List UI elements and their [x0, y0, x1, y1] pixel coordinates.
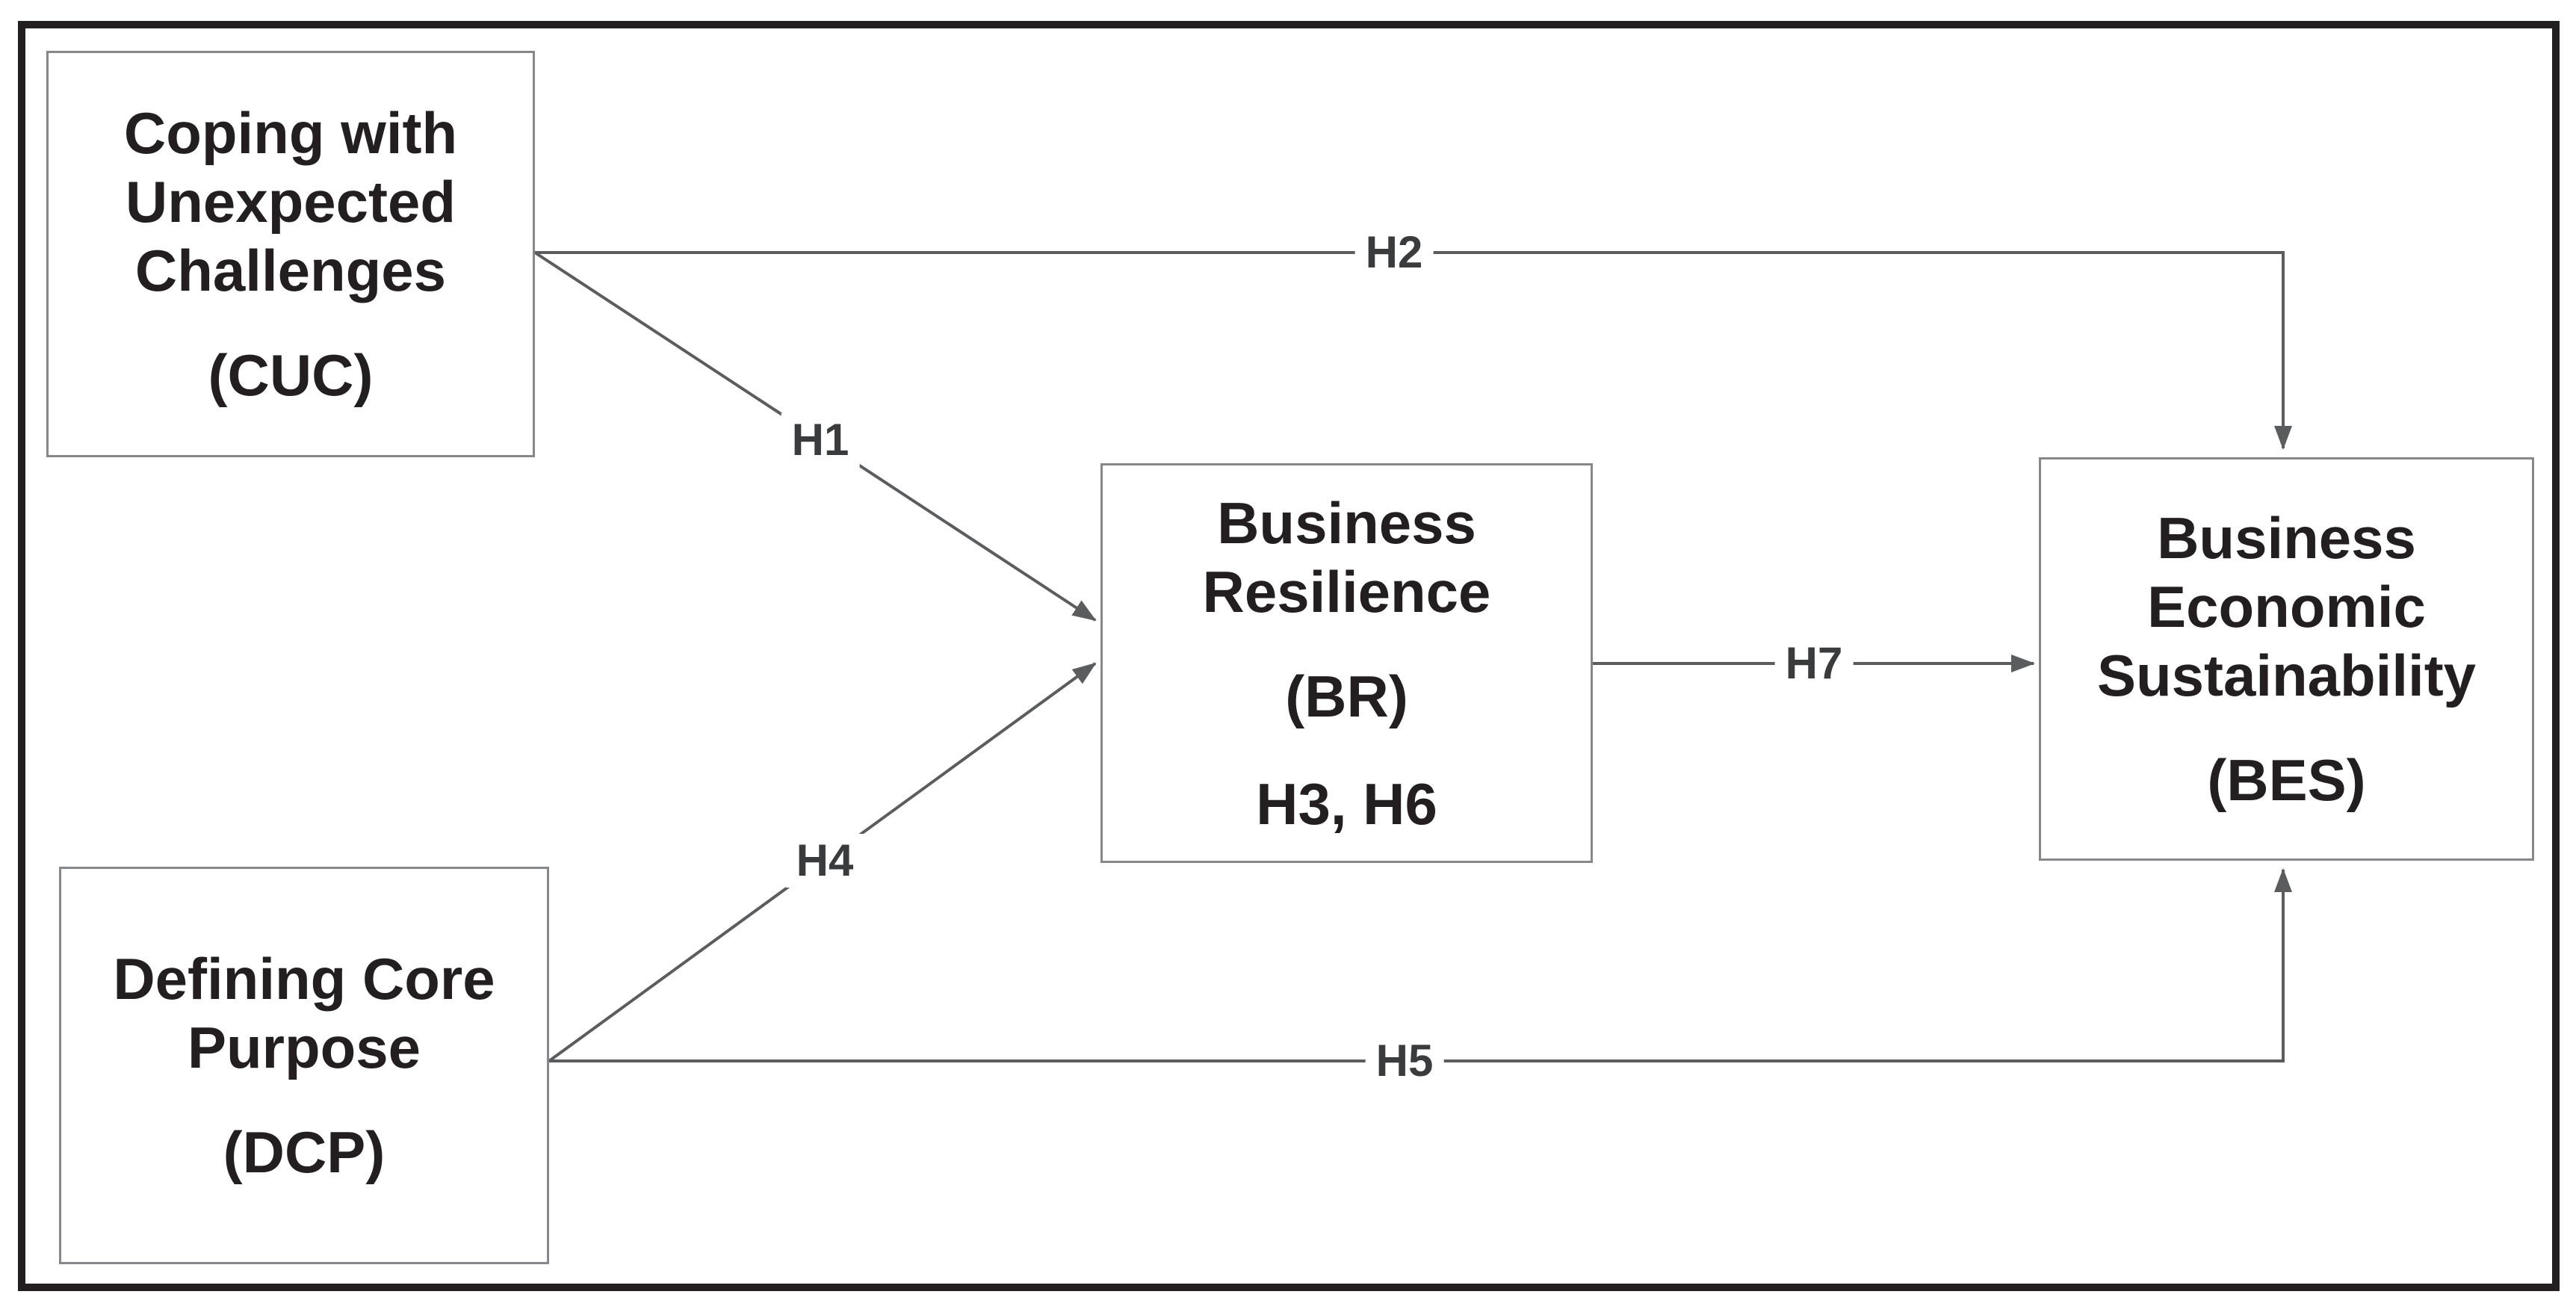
node-acronym: (BES) — [2207, 747, 2366, 813]
node-title-line: Business — [2157, 505, 2416, 571]
edge-label-h7: H7 — [1774, 637, 1854, 690]
edge-label-h2: H2 — [1354, 226, 1434, 279]
node-defining-core-purpose: Defining Core Purpose (DCP) — [59, 867, 549, 1264]
node-acronym: (CUC) — [208, 342, 374, 408]
node-acronym: (DCP) — [223, 1119, 386, 1185]
node-business-resilience: Business Resilience (BR) H3, H6 — [1100, 463, 1593, 863]
node-title-line: Defining Core — [113, 946, 495, 1012]
edge-h2-line — [535, 251, 2292, 450]
node-title-line: Purpose — [187, 1015, 421, 1080]
node-title-line: Challenges — [134, 238, 447, 303]
edge-label-h4: H4 — [785, 834, 864, 888]
node-title-line: Unexpected — [125, 169, 456, 235]
node-title-line: Economic — [2147, 574, 2426, 640]
node-coping-unexpected-challenges: Coping with Unexpected Challenges (CUC) — [46, 51, 535, 457]
edge-h5-line — [549, 868, 2292, 1062]
node-hypotheses-note: H3, H6 — [1256, 770, 1437, 837]
node-acronym: (BR) — [1285, 663, 1408, 729]
node-title-line: Sustainability — [2096, 643, 2477, 708]
node-title-line: Coping with — [123, 100, 458, 166]
node-title-line: Resilience — [1202, 558, 1491, 625]
edge-label-h5: H5 — [1365, 1034, 1444, 1088]
edge-label-h1: H1 — [781, 413, 860, 467]
node-business-economic-sustainability: Business Economic Sustainability (BES) — [2039, 457, 2534, 861]
node-title-line: Business — [1217, 489, 1476, 556]
